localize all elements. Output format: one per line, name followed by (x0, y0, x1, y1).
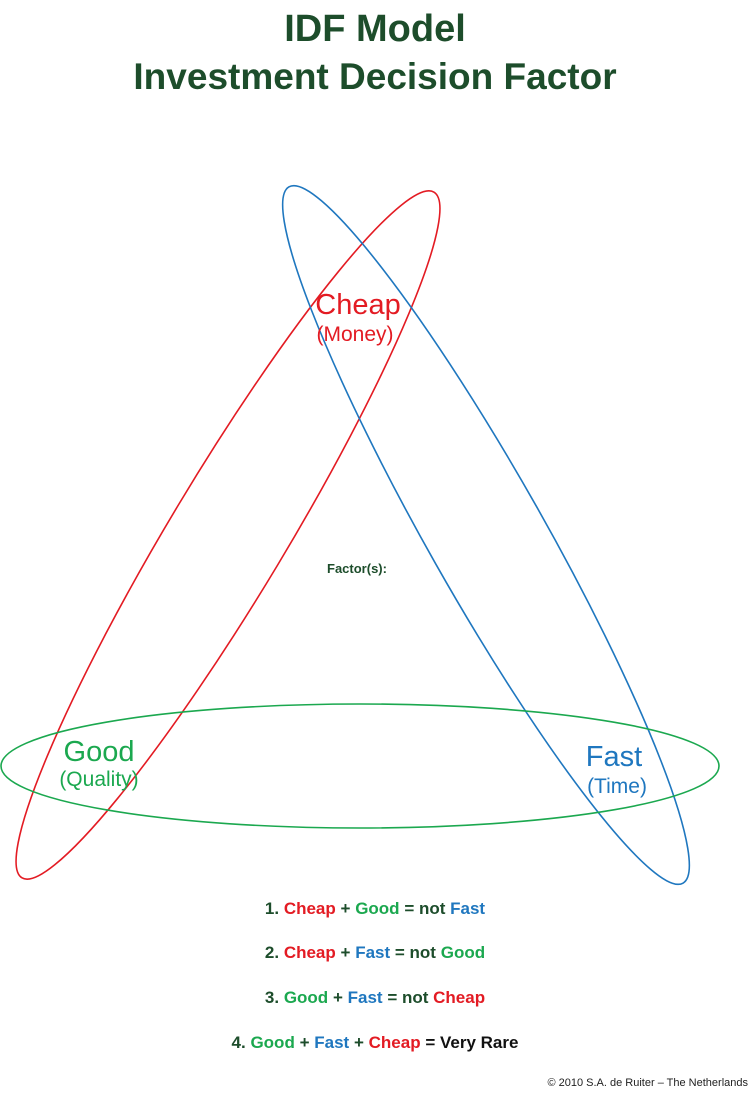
rule-4: 4. Good + Fast + Cheap = Very Rare (231, 1033, 519, 1052)
cheap-ellipse (15, 190, 441, 880)
good-label: Good (64, 736, 135, 768)
copyright-footer: © 2010 S.A. de Ruiter – The Netherlands (547, 1077, 748, 1089)
money-label: (Money) (316, 323, 393, 346)
page-title: IDF Model (284, 8, 466, 50)
quality-label: (Quality) (59, 768, 138, 791)
factors-label: Factor(s): (327, 561, 387, 576)
good-ellipse (0, 703, 720, 829)
time-label: (Time) (587, 775, 647, 798)
page-subtitle: Investment Decision Factor (133, 56, 617, 97)
fast-label: Fast (586, 741, 642, 773)
rule-3: 3. Good + Fast = not Cheap (264, 988, 486, 1007)
rule-1: 1. Cheap + Good = not Fast (264, 899, 486, 918)
rule-2: 2. Cheap + Fast = not Good (264, 943, 486, 962)
cheap-label: Cheap (315, 289, 400, 321)
fast-ellipse (281, 184, 691, 886)
